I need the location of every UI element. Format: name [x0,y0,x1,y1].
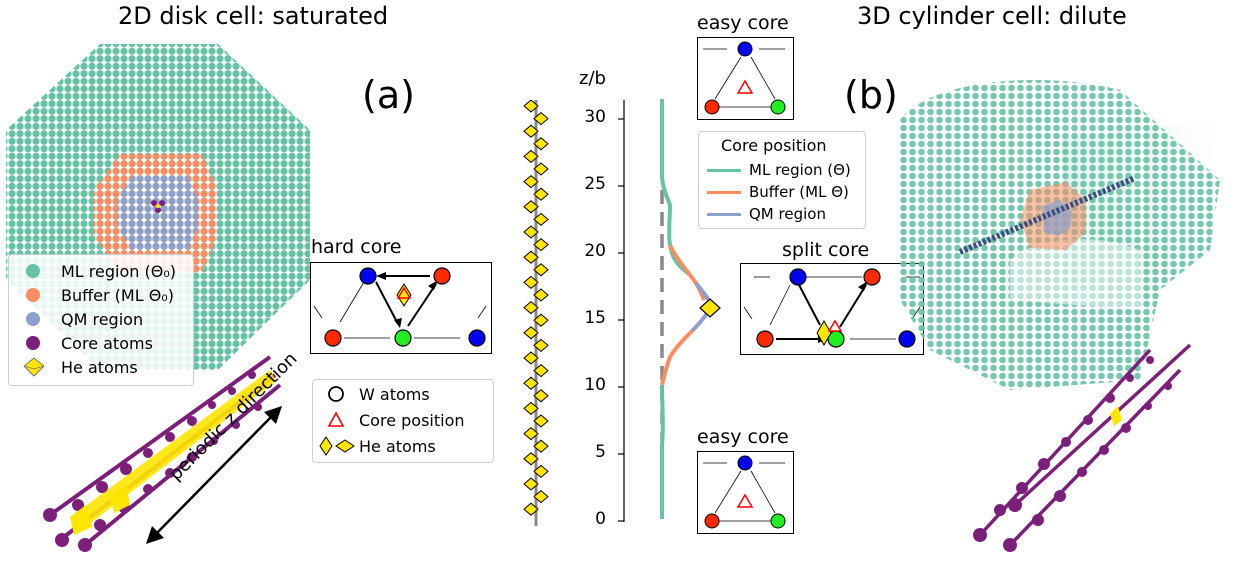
he-chain-atom [533,263,549,277]
he-chain-atom [523,100,539,113]
core-chain-left [43,355,282,552]
hard-core-diagram [310,262,492,354]
core-atom [155,207,161,213]
he-chain-atom [533,288,549,302]
legend-title: Core position [721,136,827,155]
he-chain-atom [533,389,549,403]
easy-core-bottom-title: easy core [697,426,789,448]
w-atom [324,329,342,347]
he-chain-atom [523,300,539,315]
triangle-icon [327,411,345,427]
axis-label: z/b [579,68,606,89]
he-chain-atom [533,414,549,428]
diamond-icon [319,436,355,456]
tick-label: 15 [584,308,606,328]
panel-label-a: (a) [362,73,415,117]
core-position-marker [396,286,412,299]
he-chain-atom [523,426,539,441]
legend-item: Core position [313,408,493,432]
octahedron-icon [23,357,45,377]
tick-label: 0 [595,509,606,529]
symbol-legend: W atoms Core position He atoms [312,379,494,463]
legend-item: QM region [9,307,193,331]
w-atom [394,329,412,347]
core-position-curves [660,99,721,519]
he-chain-atom [523,174,539,189]
he-chain-atom [533,187,549,201]
periodic-arrow [146,406,282,544]
he-chain-atom [523,326,539,340]
legend-item: ML region (Θ) [699,158,865,182]
he-chain-atom [533,313,549,327]
he-chain-atom [523,250,539,264]
hard-core-title: hard core [311,236,402,258]
legend-item: W atoms [313,382,493,406]
legend-item: Buffer (ML Θ) [699,180,865,204]
z-axis [618,100,625,522]
he-chain-atom [523,200,539,214]
tick-label: 25 [584,174,606,194]
legend-item: Core atoms [9,331,193,355]
legend-item: ML region (Θ₀) [9,259,193,283]
he-chain-atom [523,351,539,365]
he-atom [156,204,160,208]
tick-label: 20 [584,241,606,261]
core-position-legend: Core position ML region (Θ) Buffer (ML Θ… [698,131,866,229]
left-title: 2D disk cell: saturated [118,2,389,30]
he-chain-atom [523,225,539,239]
tick-label: 10 [584,375,606,395]
w-atom [468,329,486,347]
he-chain-atom [533,464,549,479]
he-chain-atom [523,376,539,390]
he-chain-atom [533,111,549,126]
he-chain-atom [523,149,539,164]
he-chain-atom [533,212,549,227]
he-chain-atom [533,162,549,176]
easy-core-bottom-diagram [697,451,794,534]
he-chain-atom [533,237,549,252]
w-atom [433,267,451,285]
he-position-marker [699,298,721,318]
he-atom-marker [396,283,412,307]
panel-label-b: (b) [844,73,898,117]
tick-label: 30 [584,107,606,127]
core-atom [159,200,165,206]
core-chain-right [973,343,1192,552]
he-chain-atom [533,338,549,353]
right-title: 3D cylinder cell: dilute [857,2,1127,30]
legend-item: He atoms [313,434,493,458]
he-chain-atom [523,477,539,491]
legend-item: Buffer (ML Θ₀) [9,283,193,307]
he-chain-atom [523,401,539,416]
core-atom [151,200,157,206]
he-chain-atom [533,439,549,453]
he-chain-atom [533,489,549,504]
legend-item: QM region [699,202,865,226]
he-chain-atom [523,275,539,290]
he-chain-atom [523,452,539,466]
he-chain [523,100,549,526]
open-circle-icon [328,386,344,402]
easy-core-top-title: easy core [697,12,789,34]
region-legend: ML region (Θ₀) Buffer (ML Θ₀) QM region … [8,254,194,386]
he-chain-atom [523,502,539,516]
he-chain-atom [533,363,549,378]
cylinder-cell-atoms [900,80,1220,390]
split-core-title: split core [782,239,870,261]
tick-label: 5 [595,442,606,462]
he-chain-atom [533,137,549,151]
he-chain-atom [523,124,539,138]
legend-item: He atoms [9,355,193,379]
easy-core-top-diagram [697,37,794,120]
w-atom [359,267,377,285]
